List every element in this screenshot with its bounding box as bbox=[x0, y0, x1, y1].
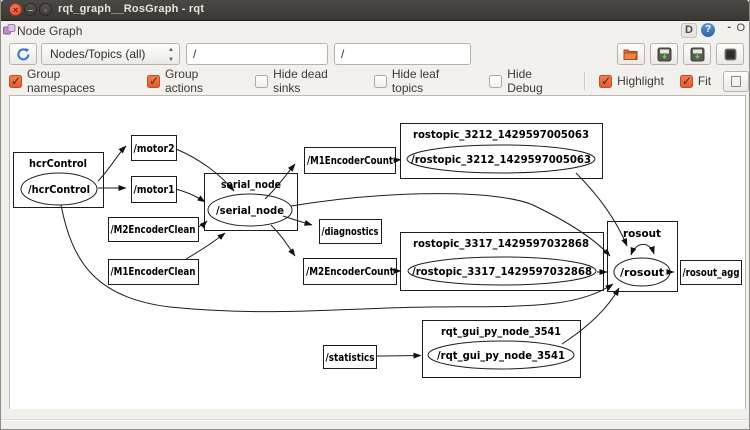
fit-label[interactable]: Fit bbox=[697, 74, 712, 88]
node-label: /rostopic_3317_1429597032868 bbox=[412, 266, 592, 278]
topic-label: /motor1 bbox=[134, 184, 175, 196]
dark-square-icon bbox=[724, 48, 736, 60]
fit-in-view-icon bbox=[731, 75, 742, 87]
status-strip bbox=[1, 409, 749, 429]
node-filter-input[interactable] bbox=[186, 43, 328, 65]
graph-type-selected: Nodes/Topics (all) bbox=[50, 47, 146, 61]
node-label: /rostopic_3212_1429597005063 bbox=[411, 154, 591, 166]
node-graph-plugin-icon bbox=[3, 24, 16, 35]
checkbox-hide-dead-sinks[interactable]: Hide dead sinks bbox=[255, 67, 358, 95]
hide-dead-sinks-label[interactable]: Hide dead sinks bbox=[273, 67, 328, 95]
fit-checkbox[interactable] bbox=[679, 74, 693, 88]
topic-label: /M1EncoderCount bbox=[307, 155, 393, 167]
dock-help-button[interactable]: ? bbox=[701, 23, 715, 37]
dock-detach-button[interactable]: D bbox=[681, 23, 697, 38]
group-namespaces-checkbox[interactable] bbox=[9, 74, 22, 88]
topic-statistics bbox=[323, 345, 377, 369]
topic-label: /M2EncoderClean bbox=[111, 224, 196, 236]
hide-leaf-topics-checkbox[interactable] bbox=[373, 74, 387, 88]
refresh-icon bbox=[16, 47, 29, 60]
combo-spinner-icon: ▲ ▼ bbox=[168, 47, 174, 63]
topic-label: /rosout_agg bbox=[683, 267, 740, 279]
checkbox-fit[interactable]: Fit bbox=[679, 74, 712, 88]
cluster-label: rostopic_3317_1429597032868 bbox=[413, 238, 589, 250]
checkbox-highlight[interactable]: Highlight bbox=[599, 74, 664, 88]
node-rostopic-3317 bbox=[407, 256, 597, 286]
open-folder-icon bbox=[623, 49, 638, 60]
dock-minimize-button[interactable]: - bbox=[727, 21, 731, 33]
hide-dead-sinks-checkbox[interactable] bbox=[255, 74, 269, 88]
cluster-label: serial_node bbox=[221, 179, 281, 191]
graph-topic-boxes bbox=[108, 135, 742, 369]
node-label: /hcrControl bbox=[28, 184, 90, 196]
ros-node-graph: hcrControl /hcrControl serial_node /seri… bbox=[13, 123, 742, 378]
fit-in-view-button[interactable] bbox=[723, 70, 749, 92]
graph-labels: hcrControl /hcrControl serial_node /seri… bbox=[28, 129, 740, 364]
topic-rosout-agg bbox=[680, 260, 742, 285]
group-namespaces-label[interactable]: Group namespaces bbox=[27, 67, 96, 95]
window-title: rqt_graph__RosGraph - rqt bbox=[58, 3, 205, 15]
hide-debug-checkbox[interactable] bbox=[489, 74, 503, 88]
node-label: /rosout bbox=[620, 267, 664, 279]
hide-leaf-topics-label[interactable]: Hide leaf topics bbox=[391, 67, 440, 95]
dock-close-button[interactable]: O bbox=[736, 22, 745, 34]
save-dot-button[interactable] bbox=[650, 43, 678, 65]
topic-label: /statistics bbox=[326, 352, 375, 364]
graph-node-ellipses bbox=[20, 144, 671, 370]
topic-label: /diagnostics bbox=[322, 226, 379, 238]
topic-label: /motor2 bbox=[134, 143, 175, 155]
node-rostopic-3212 bbox=[406, 144, 596, 174]
save-image-button[interactable] bbox=[683, 43, 711, 65]
checkbox-group-actions[interactable]: Group actions bbox=[146, 67, 239, 95]
graph-toolbar: Nodes/Topics (all) ▲ ▼ bbox=[1, 42, 749, 68]
highlight-label[interactable]: Highlight bbox=[617, 74, 664, 88]
refresh-button[interactable] bbox=[9, 43, 37, 65]
topic-m1encodercount bbox=[304, 147, 396, 174]
checkbox-hide-debug[interactable]: Hide Debug bbox=[489, 67, 570, 95]
node-label: /serial_node bbox=[216, 205, 284, 217]
topic-label: /M2EncoderCount bbox=[306, 266, 394, 278]
status-groove bbox=[1, 419, 749, 420]
clear-button[interactable] bbox=[716, 43, 744, 65]
node-hcrControl bbox=[20, 172, 98, 206]
cluster-label: rostopic_3212_1429597005063 bbox=[413, 129, 589, 141]
graph-edges bbox=[60, 145, 675, 359]
load-dot-button[interactable] bbox=[617, 43, 645, 65]
graph-type-combobox[interactable]: Nodes/Topics (all) ▲ ▼ bbox=[41, 43, 180, 65]
topic-m2encoderclean bbox=[108, 217, 199, 242]
group-actions-checkbox[interactable] bbox=[146, 74, 160, 88]
node-serial-node bbox=[207, 193, 293, 227]
filter-option-bar: Group namespaces Group actions Hide dead… bbox=[1, 67, 749, 95]
checkbox-hide-leaf-topics[interactable]: Hide leaf topics bbox=[373, 67, 473, 95]
graph-canvas[interactable]: hcrControl /hcrControl serial_node /seri… bbox=[9, 95, 746, 410]
checkbox-group-namespaces[interactable]: Group namespaces bbox=[9, 67, 131, 95]
cluster-label: hcrControl bbox=[29, 158, 87, 170]
cluster-label: rqt_gui_py_node_3541 bbox=[441, 326, 561, 338]
plugin-dock-bar: Node Graph D ? - O bbox=[1, 20, 749, 42]
topic-diagnostics bbox=[319, 219, 382, 244]
topic-label: /M1EncoderClean bbox=[111, 266, 196, 278]
topic-m2encodercount bbox=[303, 258, 397, 285]
hide-debug-label[interactable]: Hide Debug bbox=[507, 67, 543, 95]
window-close-button[interactable]: × bbox=[9, 3, 22, 16]
topic-motor2 bbox=[131, 135, 177, 161]
save-image-icon bbox=[690, 47, 704, 61]
save-dot-icon bbox=[657, 47, 671, 61]
node-rqt-gui bbox=[427, 340, 575, 370]
window-minimize-button[interactable]: – bbox=[24, 3, 37, 16]
highlight-checkbox[interactable] bbox=[599, 74, 613, 88]
window-maximize-button[interactable]: ▫ bbox=[39, 3, 52, 16]
plugin-title: Node Graph bbox=[17, 24, 83, 38]
group-actions-label[interactable]: Group actions bbox=[164, 67, 203, 95]
node-label: /rqt_gui_py_node_3541 bbox=[437, 350, 565, 362]
topic-m1encoderclean bbox=[108, 259, 199, 285]
toolbar-separator bbox=[584, 72, 586, 90]
cluster-label: rosout bbox=[623, 228, 661, 240]
window-titlebar: × – ▫ rqt_graph__RosGraph - rqt bbox=[1, 0, 749, 21]
topic-filter-input[interactable] bbox=[334, 43, 471, 65]
